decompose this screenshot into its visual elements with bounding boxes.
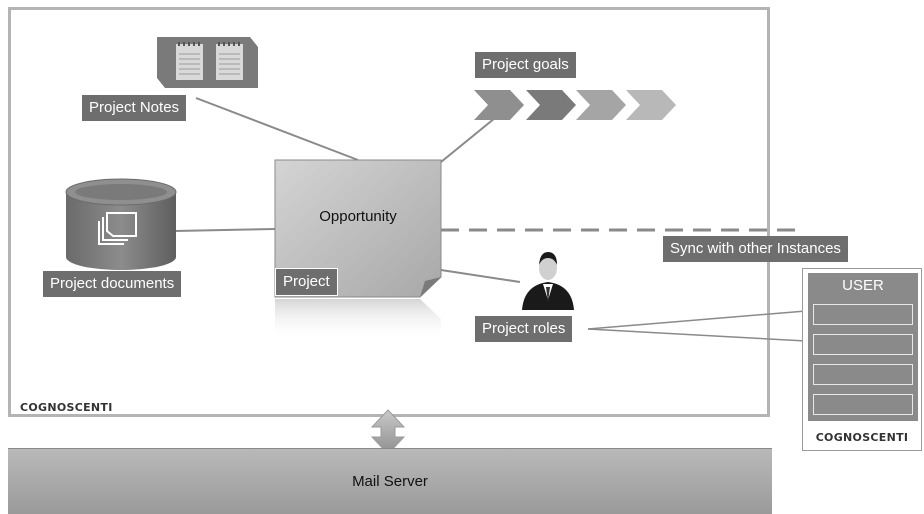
connector-notes: [195, 97, 359, 161]
person-icon: [522, 252, 574, 310]
project-label: Project: [275, 268, 338, 296]
notepad-icon: [157, 37, 258, 88]
user-slot: [813, 394, 913, 415]
cognoscenti-brand-user: COGNOSCENTI: [815, 431, 909, 444]
project-roles-label: Project roles: [475, 316, 573, 342]
user-instance-panel: USER COGNOSCENTI: [802, 268, 922, 451]
mail-server-label: Mail Server: [352, 473, 428, 490]
project-documents-label: Project documents: [43, 271, 182, 297]
user-title: USER: [842, 277, 884, 294]
user-slot: [813, 364, 913, 385]
sync-label: Sync with other Instances: [663, 236, 848, 262]
user-box: USER: [808, 273, 918, 421]
connector-documents: [174, 228, 276, 232]
database-icon: [65, 178, 177, 270]
user-slot: [813, 334, 913, 355]
project-notes-label: Project Notes: [82, 95, 187, 121]
user-slot: [813, 304, 913, 325]
connector-roles-user-2: [587, 328, 807, 342]
connector-goals: [440, 117, 496, 163]
project-goals-label: Project goals: [475, 52, 576, 78]
mail-server-bar: Mail Server: [8, 448, 772, 514]
connector-roles-user-1: [587, 310, 807, 330]
opportunity-shape: [274, 159, 442, 340]
cognoscenti-brand-main: COGNOSCENTI: [20, 401, 113, 414]
chevron-arrow-icon: [474, 90, 676, 120]
connector-roles: [440, 269, 521, 283]
opportunity-title: Opportunity: [319, 208, 397, 225]
